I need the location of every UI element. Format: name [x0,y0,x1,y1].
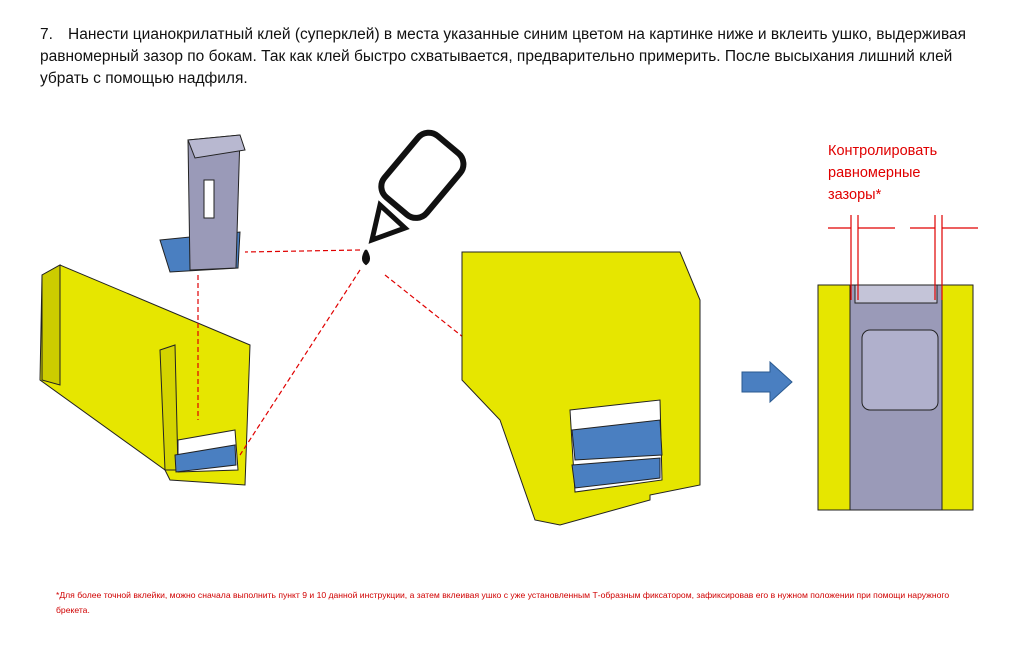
box-part [39,264,251,486]
front-view [817,284,974,511]
right-arrow-icon [741,360,793,404]
step-number: 7. [40,26,53,43]
gap-callout: Контролировать равномерные зазоры* [828,140,937,206]
step-text: Нанести цианокрилатный клей (суперклей) … [40,26,967,87]
glue-bottle-icon [362,129,467,266]
callout-line: зазоры* [828,187,882,203]
footnote: *Для более точной вклейки, можно сначала… [56,590,950,615]
gap-markers [828,215,978,300]
callout-line: равномерные [828,165,921,181]
callout-line: Контролировать [828,143,938,159]
instruction-text: 7.Нанести цианокрилатный клей (суперклей… [40,24,990,90]
closeup-view [461,251,701,526]
ear-part [159,134,246,273]
